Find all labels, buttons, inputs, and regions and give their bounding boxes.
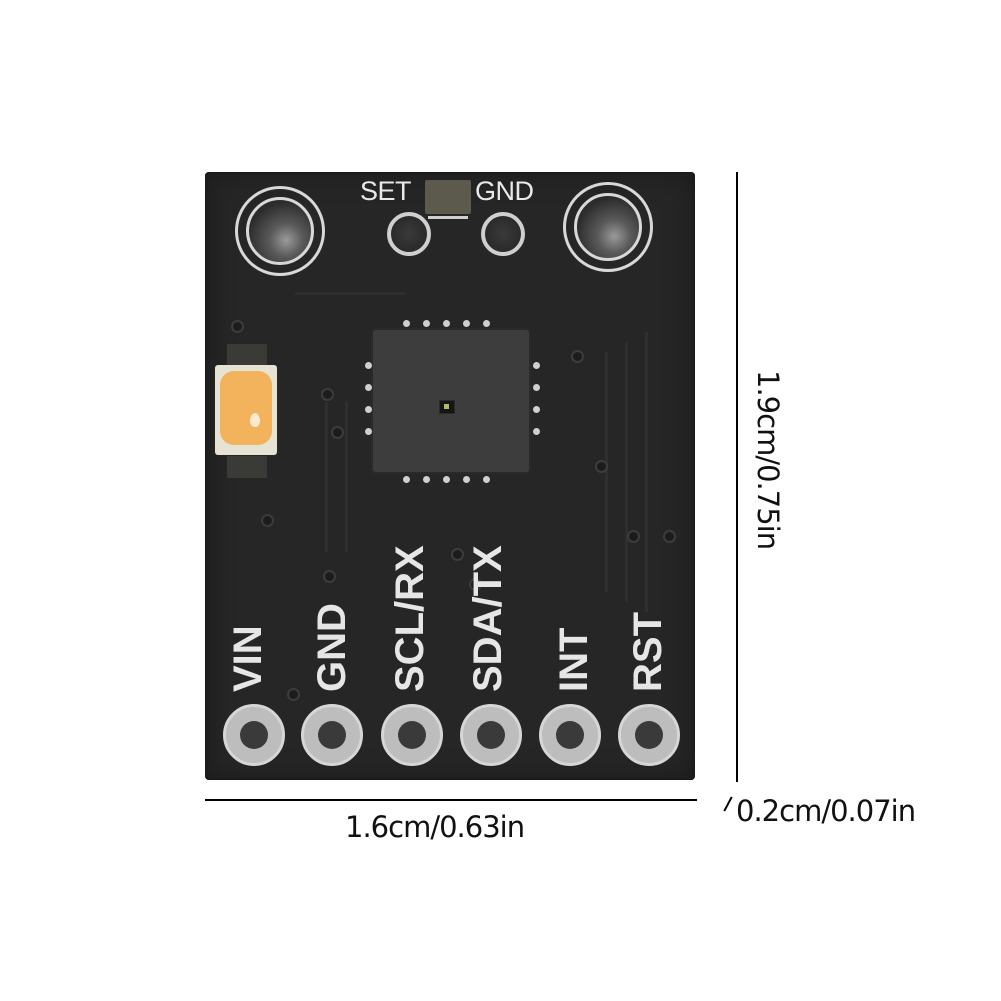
status-led — [215, 365, 277, 455]
height-dimension-label: 1.9cm/0.75in — [751, 370, 785, 550]
sensor-board: SET GND VIN G — [205, 172, 695, 780]
top-gnd-pad — [481, 212, 525, 256]
pin-label-rst: RST — [626, 612, 670, 692]
led-pad-bottom — [227, 456, 267, 478]
sensor-chip — [373, 330, 529, 472]
pin-pad-scl-rx — [381, 704, 443, 766]
top-gnd-label: GND — [475, 176, 534, 206]
width-dimension-line — [205, 799, 697, 801]
set-label: SET — [360, 176, 412, 206]
pin-pad-sda-tx — [460, 704, 522, 766]
led-pad-top — [227, 344, 267, 366]
pin-pad-vin — [223, 704, 285, 766]
pin-label-scl-rx: SCL/RX — [388, 545, 432, 692]
pin-label-gnd: GND — [310, 603, 354, 692]
height-dimension-line — [736, 172, 738, 782]
mounting-hole-right — [563, 182, 653, 272]
solder-jumper — [425, 180, 471, 214]
pin-pad-rst — [618, 704, 680, 766]
pin-label-vin: VIN — [226, 625, 270, 692]
set-pad — [387, 212, 431, 256]
pin-label-sda-tx: SDA/TX — [466, 545, 510, 692]
thickness-mark — [723, 796, 733, 812]
sensor-aperture — [439, 400, 455, 414]
thickness-dimension-label: 0.2cm/0.07in — [736, 794, 916, 828]
mounting-hole-left — [235, 186, 325, 276]
width-dimension-label: 1.6cm/0.63in — [345, 810, 525, 844]
pin-pad-int — [539, 704, 601, 766]
jumper-trace — [428, 216, 468, 219]
pin-label-int: INT — [552, 627, 596, 692]
pin-pad-gnd — [301, 704, 363, 766]
